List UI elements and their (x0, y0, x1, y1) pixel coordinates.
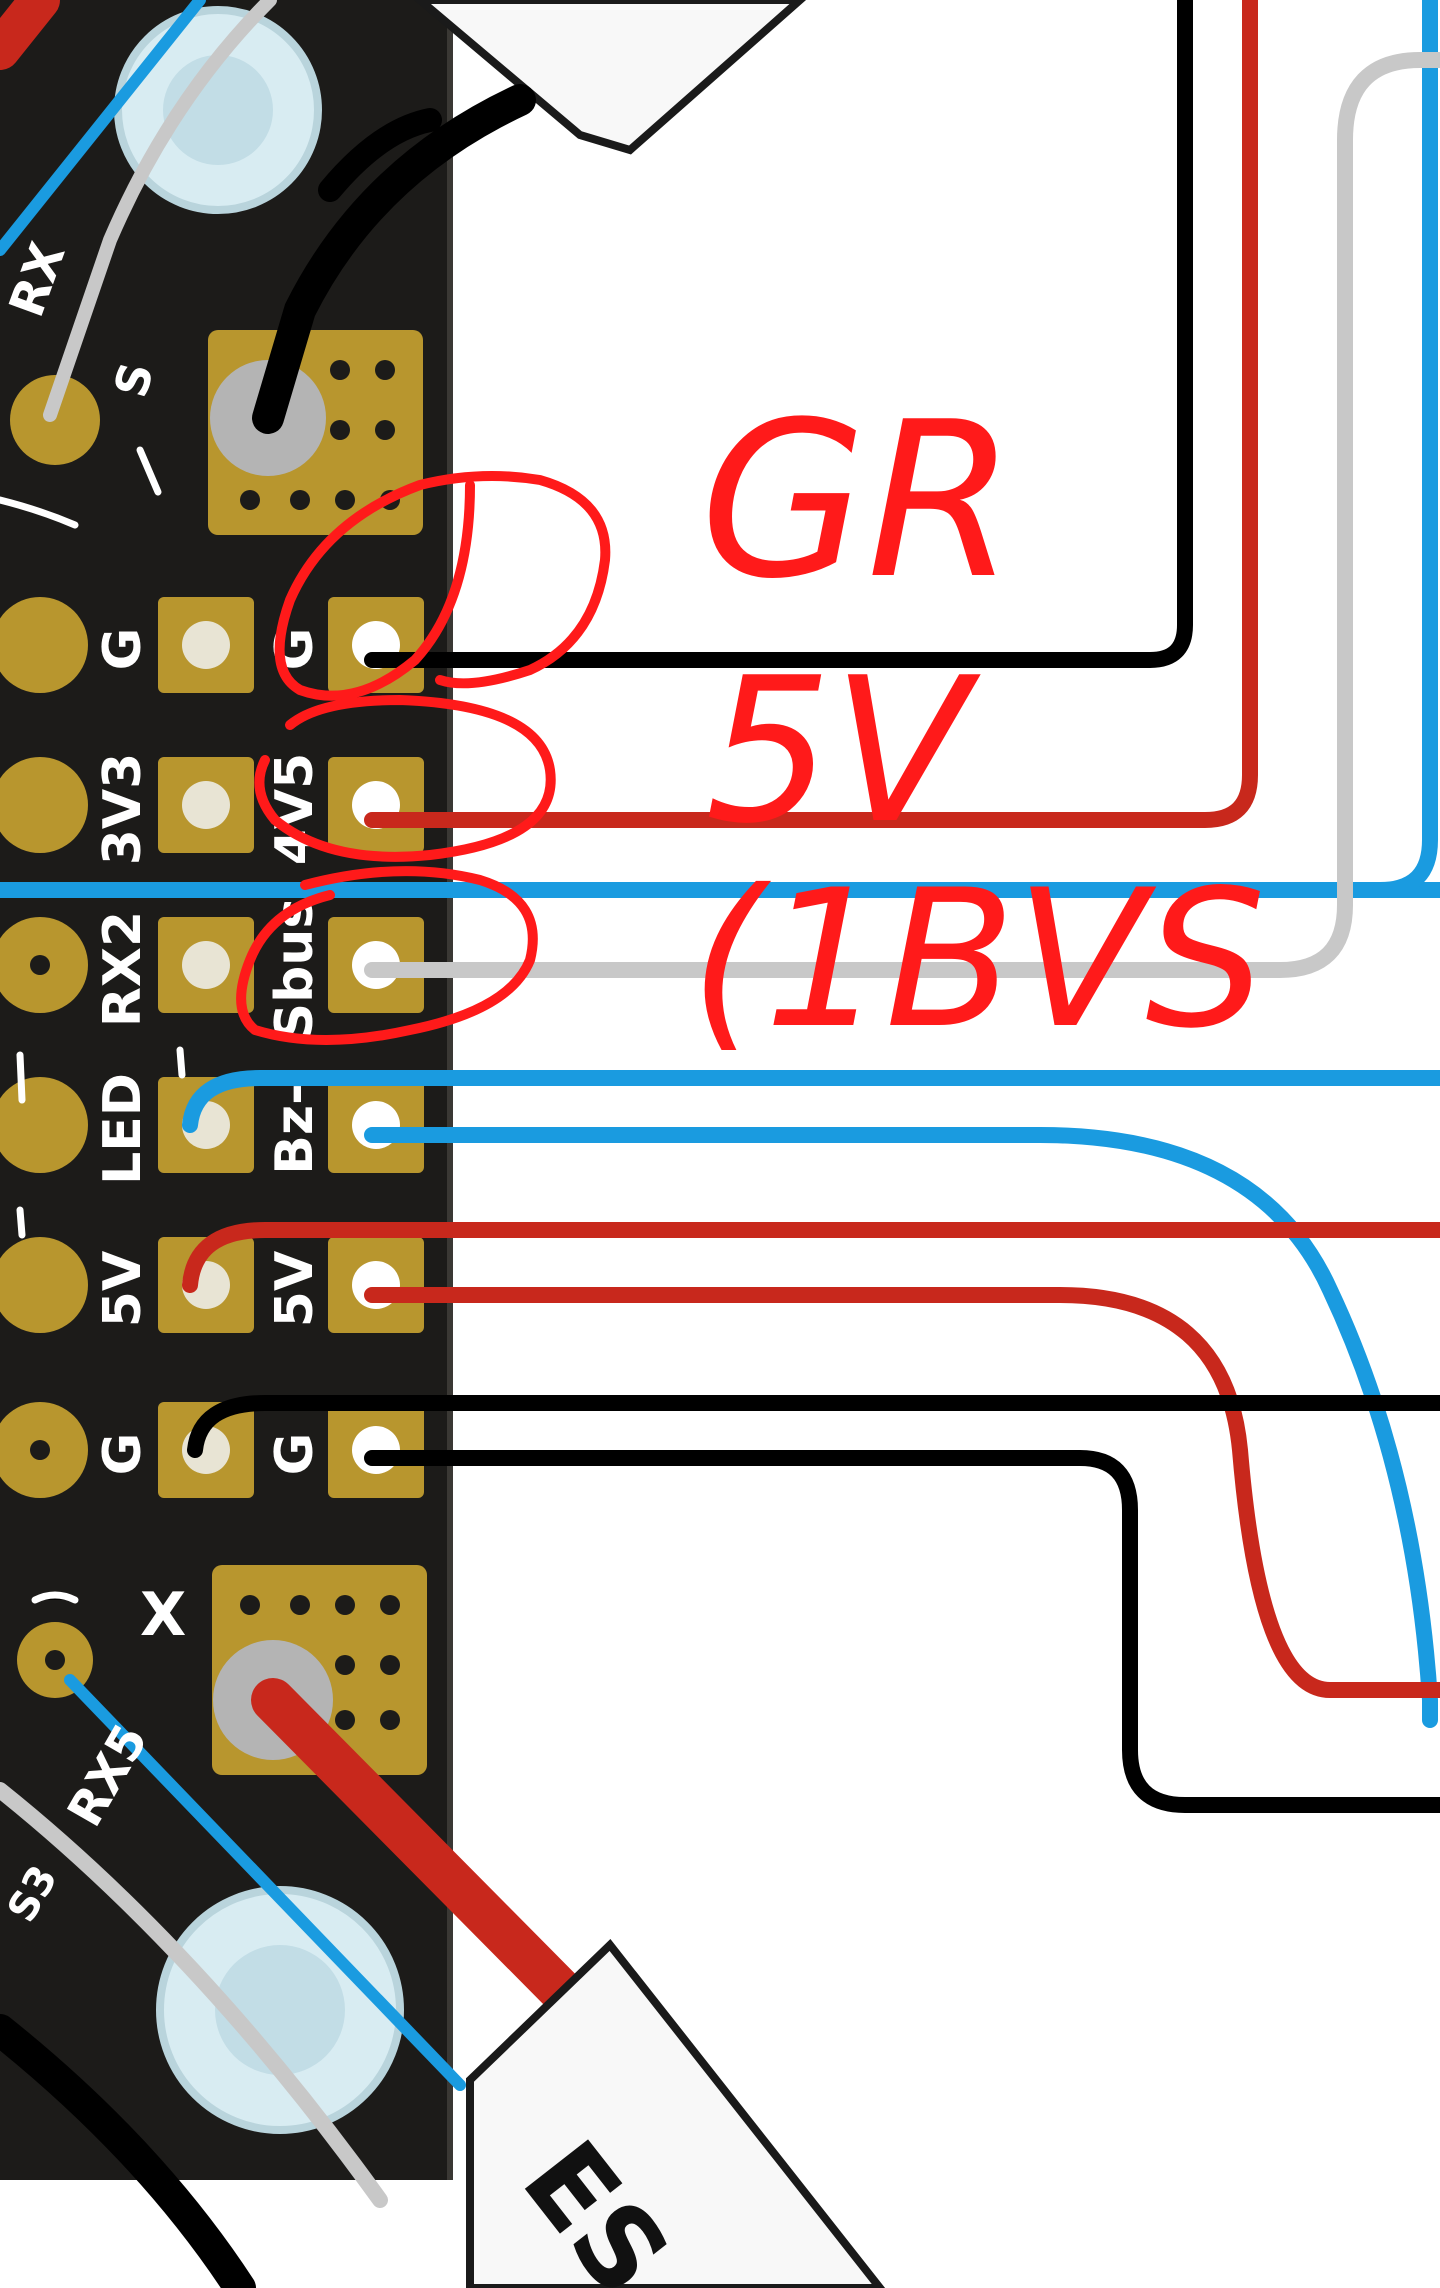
wire-black-g-b (364, 1450, 1440, 1813)
corner-pad-bottom-hole (45, 1650, 65, 1670)
silk-col2-label-3: Bz- (265, 1083, 325, 1174)
circle-gnd (274, 471, 611, 701)
pad-col1-hole-1 (182, 781, 230, 829)
wires-top-left (0, 0, 536, 434)
wire-red-5v-b (364, 1287, 1440, 1698)
wires-right (0, 0, 1440, 1813)
silk-col1-label-2: RX2 (93, 911, 153, 1027)
wire-black-bottom (0, 2014, 256, 2288)
pad-col1-hole-0 (182, 621, 230, 669)
standoff-top-inner (163, 55, 273, 165)
wire-blue-top (0, 0, 206, 256)
wire-grey-sbus (364, 52, 1440, 978)
annotation-gr: GR (700, 375, 1016, 626)
wire-blue-bz (364, 1127, 1438, 1728)
pad-left-0 (0, 597, 88, 693)
wire-grey-top (43, 0, 277, 422)
wires-bottom-left (0, 1674, 602, 2288)
wire-black-g-a (187, 1395, 1440, 1458)
pad-left-4 (0, 1237, 88, 1333)
silk-col1-label-5: G (93, 1433, 153, 1476)
silk-col2-label-5: G (265, 1433, 325, 1476)
wire-red-5v-a (182, 1222, 1440, 1293)
power-pad-bottom-holes (240, 1595, 400, 1730)
silk-col1-label-3: LED (93, 1073, 153, 1185)
silk-col1-label-4: 5V (93, 1251, 153, 1327)
wire-red-top (0, 0, 60, 70)
pad-left-hole-2 (30, 955, 50, 975)
silk-col2-label-4: 5V (265, 1251, 325, 1327)
silk-col2-label-0: G (265, 628, 325, 671)
wire-black-top (252, 84, 536, 434)
annotation-5v: 5V (705, 635, 981, 868)
silk-col1-label-1: 3V3 (93, 753, 153, 866)
annotation-circles (236, 471, 611, 1045)
wire-grey-bottom (0, 1782, 388, 2208)
silk-x-bottom: X (140, 1580, 186, 1650)
wire-black-gnd (364, 0, 1193, 668)
silk-col1-label-0: G (93, 628, 153, 671)
circle-5v (254, 695, 556, 862)
esc-bottom-body (466, 1939, 886, 2288)
wire-red-5v (364, 0, 1258, 828)
corner-pad-top (10, 375, 100, 465)
wire-black-top-b (318, 108, 442, 202)
pad-col1-hole-2 (182, 941, 230, 989)
wire-blue-corner (1372, 0, 1438, 898)
silk-ticks (0, 446, 186, 1604)
annotation-sbus: (1BVS (690, 849, 1266, 1070)
pad-left-hole-5 (30, 1440, 50, 1460)
wire-red-bottom (251, 1678, 602, 2032)
wire-blue-led (182, 1070, 1440, 1133)
pad-left-1 (0, 757, 88, 853)
circle-sbus (236, 866, 538, 1045)
wire-blue-bottom (64, 1674, 466, 2091)
